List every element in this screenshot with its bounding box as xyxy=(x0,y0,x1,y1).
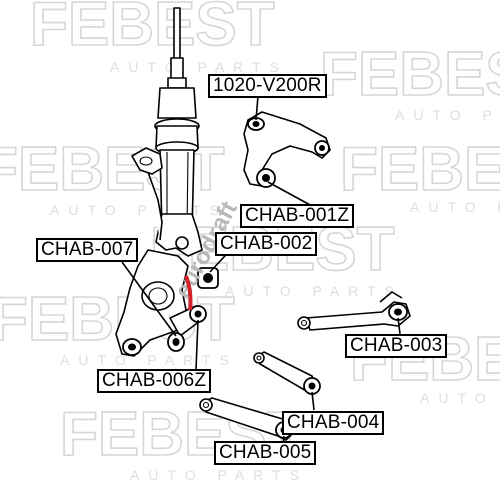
callout-chab-003: CHAB-003 xyxy=(345,334,448,358)
watermark-sub-center: AUTO PARTS xyxy=(225,283,403,299)
watermark-sub-bottom: AUTO PARTS xyxy=(130,467,308,483)
watermark-brand-right-2: FEBEST xyxy=(340,135,500,204)
watermark-sub-top: AUTO PARTS xyxy=(110,59,288,75)
callout-chab-006z: CHAB-006Z xyxy=(97,369,212,393)
watermark-brand-top: FEBEST xyxy=(30,0,275,59)
callout-chab-004: CHAB-004 xyxy=(282,411,385,435)
callout-1020-v200r: 1020-V200R xyxy=(208,74,327,98)
leader-chab-004 xyxy=(311,391,315,411)
leader-chab-001z xyxy=(267,181,313,207)
chab-002-bushing xyxy=(197,267,219,289)
callout-chab-007: CHAB-007 xyxy=(36,238,139,262)
site-watermark-swoosh xyxy=(184,275,193,311)
leader-lines xyxy=(121,95,401,455)
upper-control-arm xyxy=(243,111,331,188)
watermark-brand-right-1: FEBEST xyxy=(320,40,500,109)
watermark-sub-lower-right: AUTO PARTS xyxy=(420,390,500,406)
leader-chab-003 xyxy=(397,317,401,335)
watermark-sub-lower-left: AUTO PARTS xyxy=(60,352,238,368)
callout-chab-005: CHAB-005 xyxy=(214,441,317,465)
arm-chab-004 xyxy=(253,351,321,395)
callout-chab-002: CHAB-002 xyxy=(215,232,318,256)
leader-chab-006z xyxy=(195,319,199,371)
leader-chab-007 xyxy=(121,261,177,337)
watermark-sub-right-1: AUTO PARTS xyxy=(395,107,500,123)
strut-assembly xyxy=(154,7,203,257)
watermark-sub-right-2: AUTO PARTS xyxy=(410,199,500,215)
leader-1020-v200r xyxy=(255,95,259,121)
callout-chab-001z: CHAB-001Z xyxy=(240,204,355,228)
